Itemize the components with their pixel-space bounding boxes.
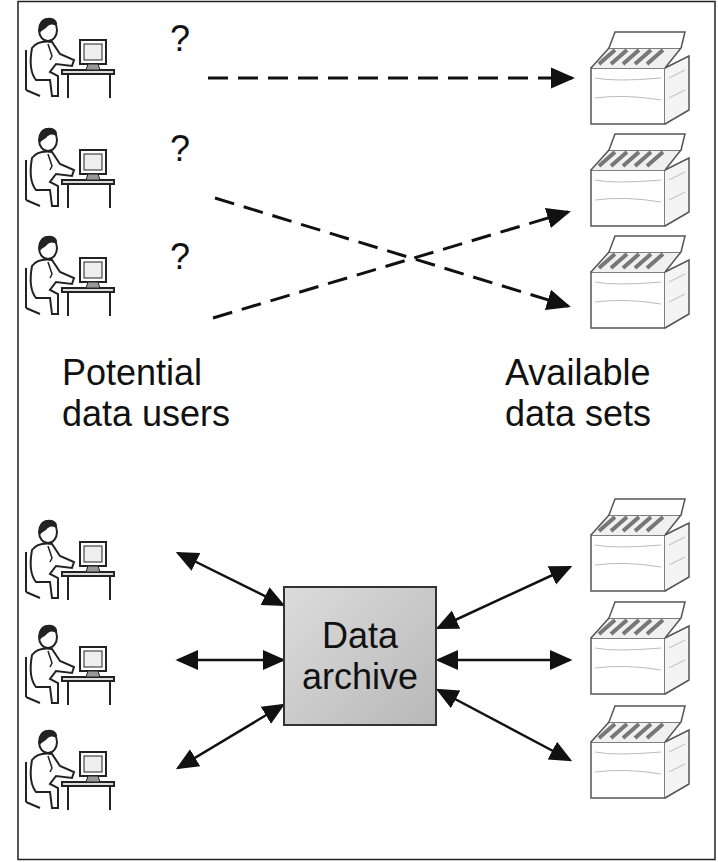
box-label: Data archive bbox=[293, 615, 427, 698]
question-mark: ? bbox=[170, 18, 200, 59]
question-mark: ? bbox=[170, 128, 200, 169]
uncertain-link bbox=[208, 78, 572, 318]
frame bbox=[18, 2, 715, 860]
archive-link bbox=[178, 553, 570, 768]
archive-box: Data archive bbox=[283, 586, 437, 726]
group-label: Potential data users bbox=[62, 352, 277, 435]
question-mark: ? bbox=[170, 236, 200, 277]
group-label: Available data sets bbox=[505, 352, 705, 435]
